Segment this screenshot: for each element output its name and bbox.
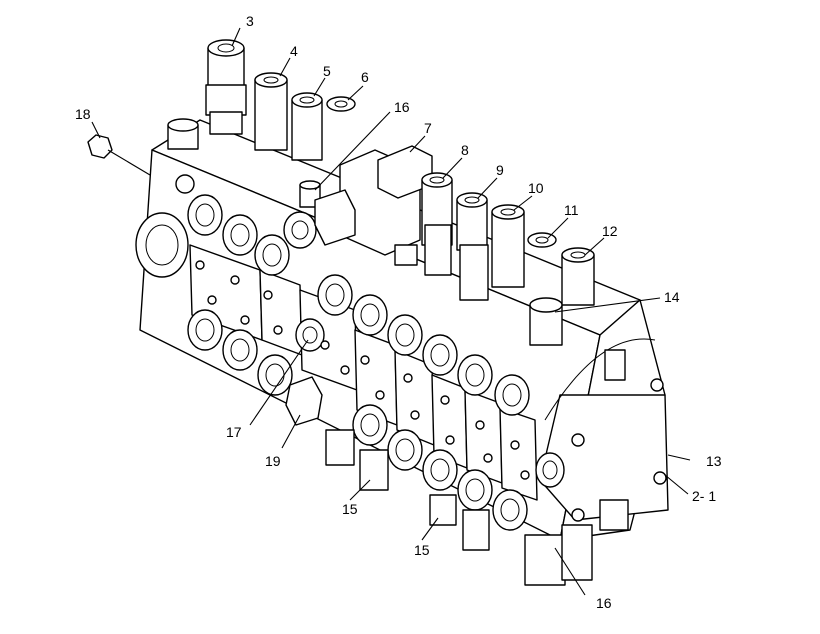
callout-19: 19: [265, 453, 281, 469]
callout-17: 17: [226, 424, 242, 440]
callout-10: 10: [528, 180, 544, 196]
callout-9: 9: [496, 162, 504, 178]
callout-11: 11: [564, 202, 579, 218]
callout-6: 6: [361, 69, 369, 85]
callout-13: 13: [706, 453, 722, 469]
leader-lines: [91, 27, 691, 596]
callout-7: 7: [424, 120, 432, 136]
callout-15-lower: 15: [414, 542, 430, 558]
callout-8: 8: [461, 142, 469, 158]
callout-14: 14: [664, 289, 680, 305]
callout-4: 4: [290, 43, 298, 59]
callout-12: 12: [602, 223, 618, 239]
callout-18: 18: [75, 106, 91, 122]
callout-16-top: 16: [394, 99, 410, 115]
callout-2-1: 2- 1: [692, 488, 716, 504]
callout-5: 5: [323, 63, 331, 79]
callout-16-bottom: 16: [596, 595, 612, 611]
callout-15-upper: 15: [342, 501, 358, 517]
top-fittings: [87, 39, 626, 381]
lower-ports: [187, 309, 565, 531]
callout-3: 3: [246, 13, 254, 29]
callout-labels: 3 4 5 6 16 7 8 9 10 11 12 18 14 13 2- 1 …: [75, 13, 722, 611]
upper-ports: [135, 194, 530, 416]
section-bolts: [195, 260, 667, 522]
bottom-fittings: [285, 376, 629, 586]
